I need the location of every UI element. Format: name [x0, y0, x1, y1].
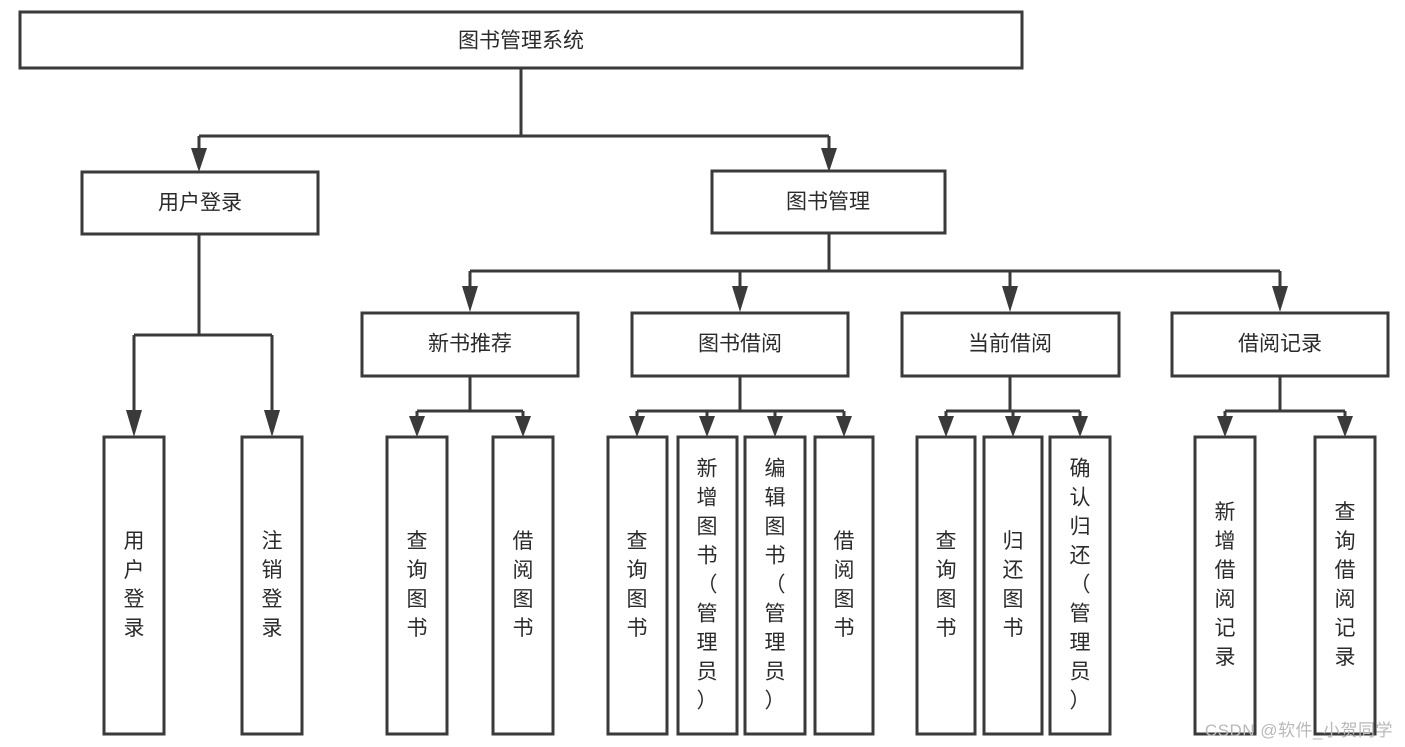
leaf-nb-borrow-book-box[interactable]	[491, 435, 555, 736]
leaf-user-login-label: 用户登录	[124, 530, 145, 640]
leaf-nb-query-book-box[interactable]	[385, 435, 449, 736]
leaf-bb-query-book-label: 查询图书	[627, 530, 648, 640]
leaf-logout-label: 注销登录	[262, 530, 283, 640]
leaf-cb-query-book[interactable]: 查询图书	[915, 435, 977, 736]
leaf-user-login-box[interactable]	[102, 435, 166, 736]
leaf-bb-borrow-book[interactable]: 借阅图书	[813, 435, 875, 736]
node-book-borrow[interactable]: 图书借阅	[630, 311, 850, 378]
node-borrow-record-label: 借阅记录	[1238, 333, 1322, 356]
node-new-book-recommend-box[interactable]	[360, 311, 580, 378]
node-root-system[interactable]: 图书管理系统	[18, 10, 1024, 70]
leaf-bb-edit-book-admin-label: 编辑图书（管理员）	[765, 458, 786, 713]
node-new-book-recommend-label: 新书推荐	[428, 333, 512, 356]
leaf-user-login[interactable]: 用户登录	[102, 435, 166, 736]
arrow-head-new-book-recommend	[462, 286, 478, 312]
leaf-cb-confirm-return-admin[interactable]: 确认归还（管理员）	[1048, 435, 1112, 736]
node-root-label: 图书管理系统	[458, 30, 584, 53]
arrow-head-leaf-logout	[264, 410, 280, 437]
node-new-book-recommend[interactable]: 新书推荐	[360, 311, 580, 378]
arrow-head-br-leaf-2	[1337, 416, 1353, 437]
leaf-bb-borrow-book-box[interactable]	[813, 435, 875, 736]
arrow-head-user-login	[191, 148, 207, 172]
arrow-head-bb-leaf-4	[836, 416, 852, 437]
arrow-head-borrow-record	[1272, 286, 1288, 312]
leaf-bb-query-book-box[interactable]	[606, 435, 669, 736]
leaf-bb-query-book[interactable]: 查询图书	[606, 435, 669, 736]
node-current-borrow-box[interactable]	[900, 311, 1121, 378]
leaf-bb-edit-book-admin[interactable]: 编辑图书（管理员）	[743, 435, 807, 736]
leaf-nb-query-book-label: 查询图书	[407, 530, 428, 640]
leaf-bb-add-book-admin-box[interactable]	[676, 435, 739, 736]
leaf-cb-return-book-label: 归还图书	[1003, 530, 1024, 640]
leaf-cb-query-book-label: 查询图书	[936, 530, 957, 640]
node-book-management-label: 图书管理	[786, 191, 870, 214]
arrow-head-book-borrow	[732, 286, 748, 312]
leaf-cb-confirm-return-admin-box[interactable]	[1048, 435, 1112, 736]
leaf-bb-add-book-admin[interactable]: 新增图书（管理员）	[676, 435, 739, 736]
arrow-head-nb-leaf-2	[515, 416, 531, 437]
leaf-br-add-record-box[interactable]	[1193, 435, 1257, 736]
leaf-br-add-record[interactable]: 新增借阅记录	[1193, 435, 1257, 736]
leaf-cb-return-book-box[interactable]	[982, 435, 1044, 736]
connectors	[126, 68, 1353, 437]
leaf-cb-confirm-return-admin-label: 确认归还（管理员）	[1070, 458, 1091, 713]
leaf-br-query-record[interactable]: 查询借阅记录	[1313, 435, 1377, 736]
leaf-logout[interactable]: 注销登录	[240, 435, 304, 736]
node-book-borrow-box[interactable]	[630, 311, 850, 378]
arrow-head-current-borrow	[1002, 286, 1018, 312]
leaf-br-add-record-label: 新增借阅记录	[1215, 501, 1236, 669]
node-book-management-box[interactable]	[710, 169, 947, 235]
arrow-head-nb-leaf-1	[409, 416, 425, 437]
node-book-management[interactable]: 图书管理	[710, 169, 947, 235]
leaf-bb-edit-book-admin-box[interactable]	[743, 435, 807, 736]
leaf-cb-return-book[interactable]: 归还图书	[982, 435, 1044, 736]
arrow-head-cb-leaf-3	[1072, 416, 1088, 437]
arrow-head-cb-leaf-1	[938, 416, 954, 437]
node-current-borrow-label: 当前借阅	[968, 333, 1052, 356]
node-borrow-record[interactable]: 借阅记录	[1170, 311, 1390, 378]
arrow-head-cb-leaf-2	[1005, 416, 1021, 437]
node-root-box[interactable]	[18, 10, 1024, 70]
node-current-borrow[interactable]: 当前借阅	[900, 311, 1121, 378]
leaf-nb-query-book[interactable]: 查询图书	[385, 435, 449, 736]
node-user-login-box[interactable]	[80, 170, 320, 236]
node-borrow-record-box[interactable]	[1170, 311, 1390, 378]
leaf-nb-borrow-book[interactable]: 借阅图书	[491, 435, 555, 736]
leaf-cb-query-book-box[interactable]	[915, 435, 977, 736]
leaf-br-query-record-box[interactable]	[1313, 435, 1377, 736]
arrow-head-bb-leaf-2	[699, 416, 715, 437]
leaf-bb-add-book-admin-label: 新增图书（管理员）	[697, 458, 718, 713]
arrow-head-book-mgmt	[821, 148, 837, 172]
arrow-head-leaf-user-login	[126, 410, 142, 437]
leaf-bb-borrow-book-label: 借阅图书	[834, 530, 855, 640]
node-user-login[interactable]: 用户登录	[80, 170, 320, 236]
leaf-nb-borrow-book-label: 借阅图书	[513, 530, 534, 640]
arrow-head-bb-leaf-1	[629, 416, 645, 437]
node-user-login-label: 用户登录	[158, 192, 242, 215]
leaf-br-query-record-label: 查询借阅记录	[1335, 501, 1356, 669]
arrow-head-br-leaf-1	[1217, 416, 1233, 437]
node-book-borrow-label: 图书借阅	[698, 333, 782, 356]
arrow-head-bb-leaf-3	[767, 416, 783, 437]
leaf-logout-box[interactable]	[240, 435, 304, 736]
